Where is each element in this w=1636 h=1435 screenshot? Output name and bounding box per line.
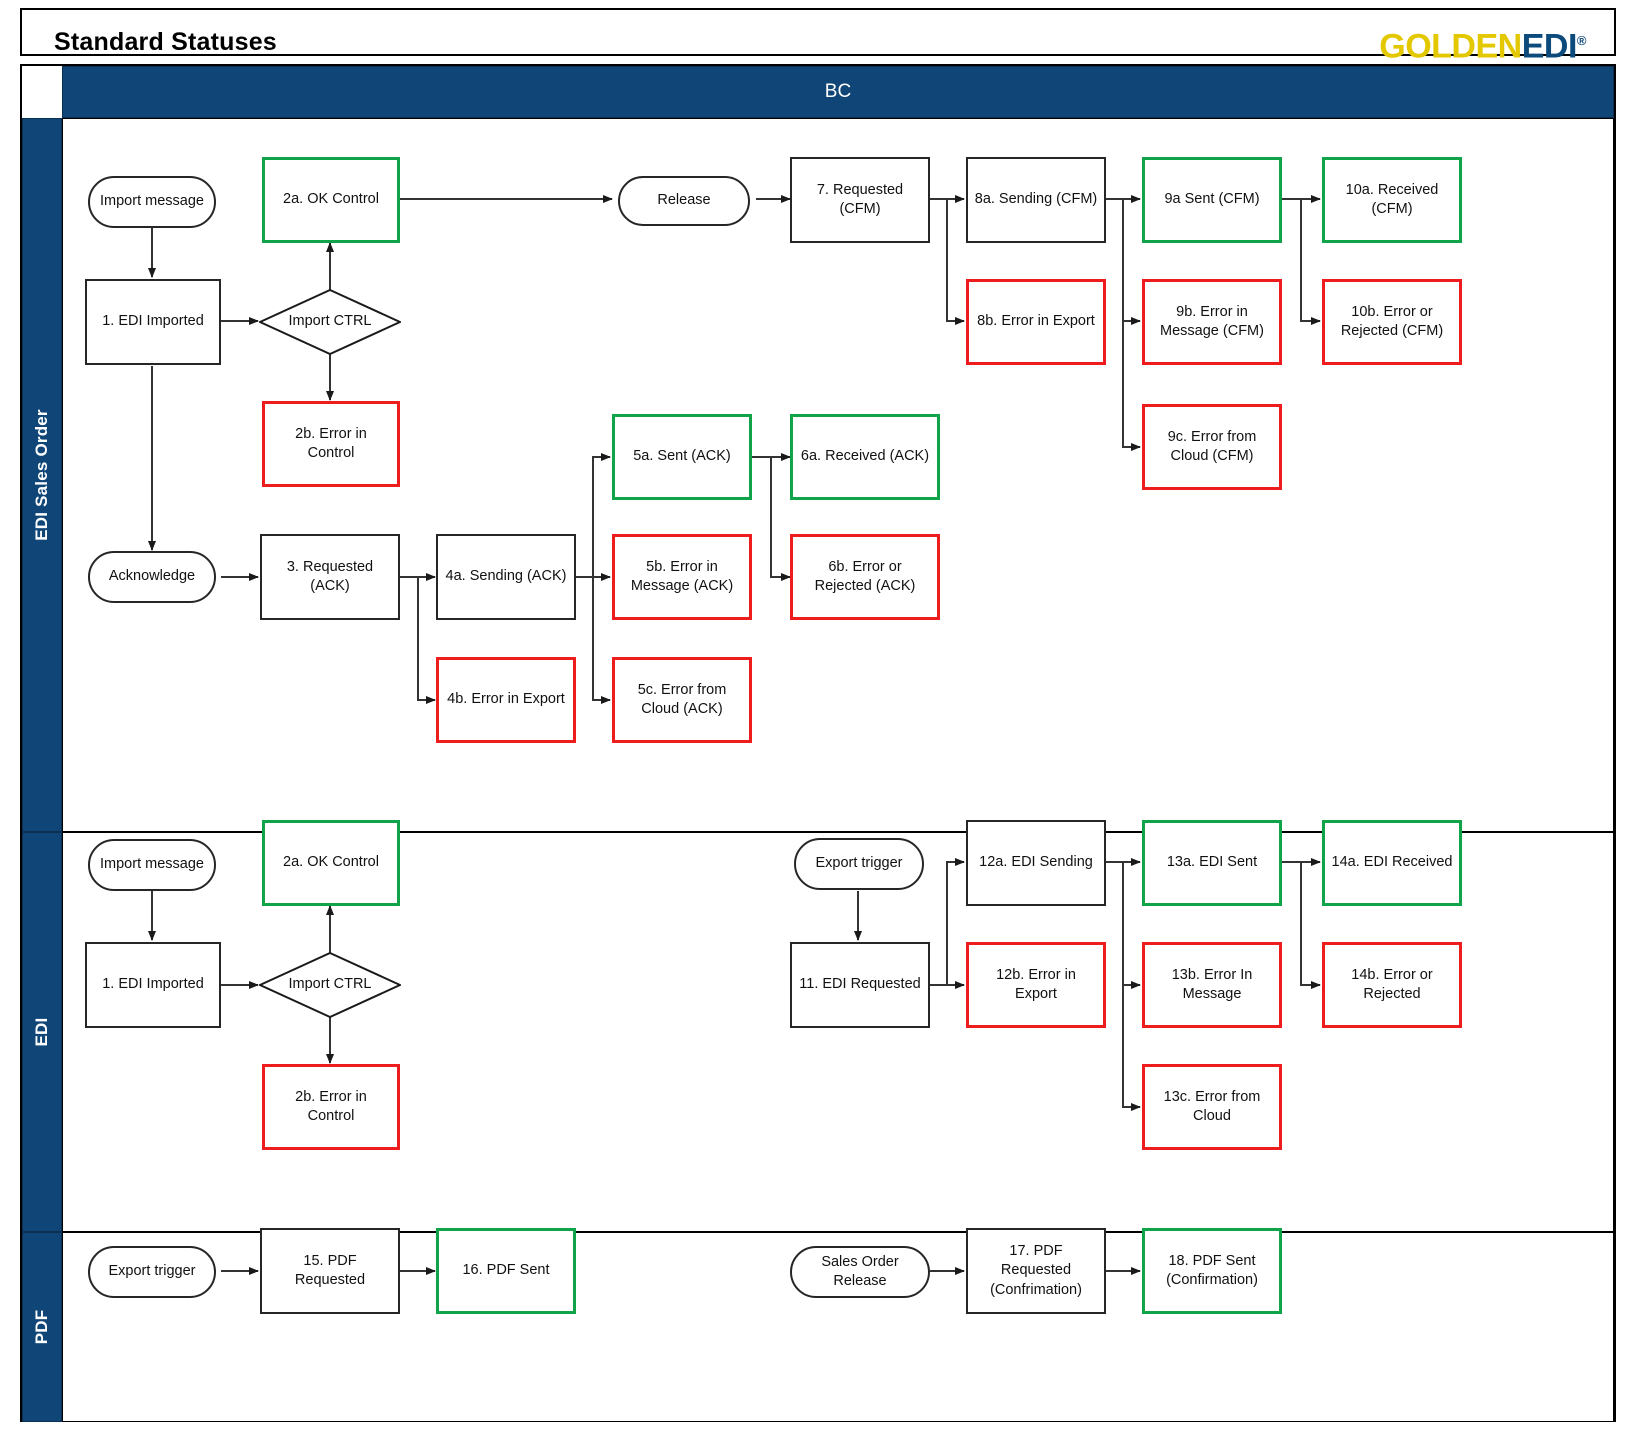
node-error-from-cloud-ack[interactable]: 5c. Error from Cloud (ACK)	[612, 657, 752, 743]
node-sales-order-release[interactable]: Sales Order Release	[790, 1246, 930, 1298]
node-import-message-lane1[interactable]: Import message	[88, 176, 216, 228]
node-error-in-message-cfm[interactable]: 9b. Error in Message (CFM)	[1142, 279, 1282, 365]
node-error-or-rejected-cfm[interactable]: 10b. Error or Rejected (CFM)	[1322, 279, 1462, 365]
node-received-cfm[interactable]: 10a. Received (CFM)	[1322, 157, 1462, 243]
node-ok-control-lane2[interactable]: 2a. OK Control	[262, 820, 400, 906]
node-ok-control-lane1[interactable]: 2a. OK Control	[262, 157, 400, 243]
node-edi-requested[interactable]: 11. EDI Requested	[790, 942, 930, 1028]
node-pdf-sent-confirmation[interactable]: 18. PDF Sent (Confirmation)	[1142, 1228, 1282, 1314]
node-error-in-export-ack[interactable]: 4b. Error in Export	[436, 657, 576, 743]
node-import-ctrl-lane1-label: Import CTRL	[288, 313, 372, 330]
pool-frame: BC EDI Sales Order EDI PDF	[20, 64, 1616, 1422]
node-error-in-control-lane1[interactable]: 2b. Error in Control	[262, 401, 400, 487]
page-title: Standard Statuses	[54, 28, 277, 56]
node-import-ctrl-lane1[interactable]: Import CTRL	[259, 289, 401, 355]
node-error-in-export-cfm[interactable]: 8b. Error in Export	[966, 279, 1106, 365]
node-sending-cfm[interactable]: 8a. Sending (CFM)	[966, 157, 1106, 243]
node-pdf-sent[interactable]: 16. PDF Sent	[436, 1228, 576, 1314]
node-import-message-lane2[interactable]: Import message	[88, 839, 216, 891]
node-error-in-control-lane2[interactable]: 2b. Error in Control	[262, 1064, 400, 1150]
lane-header-edi: EDI	[22, 832, 62, 1232]
node-error-in-message-ack[interactable]: 5b. Error in Message (ACK)	[612, 534, 752, 620]
diamond-shape-icon	[259, 289, 401, 355]
lane-header-edi-sales-order: EDI Sales Order	[22, 118, 62, 832]
node-release-lane1[interactable]: Release	[618, 176, 750, 226]
node-edi-imported-lane2[interactable]: 1. EDI Imported	[85, 942, 221, 1028]
diamond-shape-icon	[259, 952, 401, 1018]
node-error-from-cloud-cfm[interactable]: 9c. Error from Cloud (CFM)	[1142, 404, 1282, 490]
node-error-in-message-edi[interactable]: 13b. Error In Message	[1142, 942, 1282, 1028]
node-export-trigger-lane3[interactable]: Export trigger	[88, 1246, 216, 1298]
node-sent-cfm[interactable]: 9a Sent (CFM)	[1142, 157, 1282, 243]
node-import-ctrl-lane2-label: Import CTRL	[288, 976, 372, 993]
node-requested-cfm[interactable]: 7. Requested (CFM)	[790, 157, 930, 243]
node-pdf-requested[interactable]: 15. PDF Requested	[260, 1228, 400, 1314]
lane-label-pdf: PDF	[32, 1309, 51, 1345]
lane-label-edi: EDI	[32, 1017, 51, 1047]
lane-label-edi-sales-order: EDI Sales Order	[32, 409, 51, 541]
node-error-or-rejected-ack[interactable]: 6b. Error or Rejected (ACK)	[790, 534, 940, 620]
node-requested-ack[interactable]: 3. Requested (ACK)	[260, 534, 400, 620]
node-edi-received[interactable]: 14a. EDI Received	[1322, 820, 1462, 906]
pool-header-bc: BC	[62, 66, 1614, 118]
node-sent-ack[interactable]: 5a. Sent (ACK)	[612, 414, 752, 500]
node-edi-imported-lane1[interactable]: 1. EDI Imported	[85, 279, 221, 365]
logo-edi-text: EDI	[1521, 27, 1578, 66]
node-sending-ack[interactable]: 4a. Sending (ACK)	[436, 534, 576, 620]
node-pdf-requested-confirmation[interactable]: 17. PDF Requested (Confrimation)	[966, 1228, 1106, 1314]
node-edi-sent[interactable]: 13a. EDI Sent	[1142, 820, 1282, 906]
lane-header-pdf: PDF	[22, 1232, 62, 1422]
node-error-or-rejected-edi[interactable]: 14b. Error or Rejected	[1322, 942, 1462, 1028]
node-received-ack[interactable]: 6a. Received (ACK)	[790, 414, 940, 500]
node-acknowledge-lane1[interactable]: Acknowledge	[88, 551, 216, 603]
node-import-ctrl-lane2[interactable]: Import CTRL	[259, 952, 401, 1018]
title-bar: Standard Statuses GOLDENEDI®	[20, 8, 1616, 63]
node-error-in-export-edi[interactable]: 12b. Error in Export	[966, 942, 1106, 1028]
logo-golden-text: GOLDEN	[1379, 27, 1522, 66]
node-edi-sending[interactable]: 12a. EDI Sending	[966, 820, 1106, 906]
node-export-trigger-lane2[interactable]: Export trigger	[794, 838, 924, 890]
goldenedi-logo: GOLDENEDI®	[1379, 24, 1586, 63]
node-error-from-cloud-edi[interactable]: 13c. Error from Cloud	[1142, 1064, 1282, 1150]
registered-trademark-icon: ®	[1576, 33, 1587, 48]
